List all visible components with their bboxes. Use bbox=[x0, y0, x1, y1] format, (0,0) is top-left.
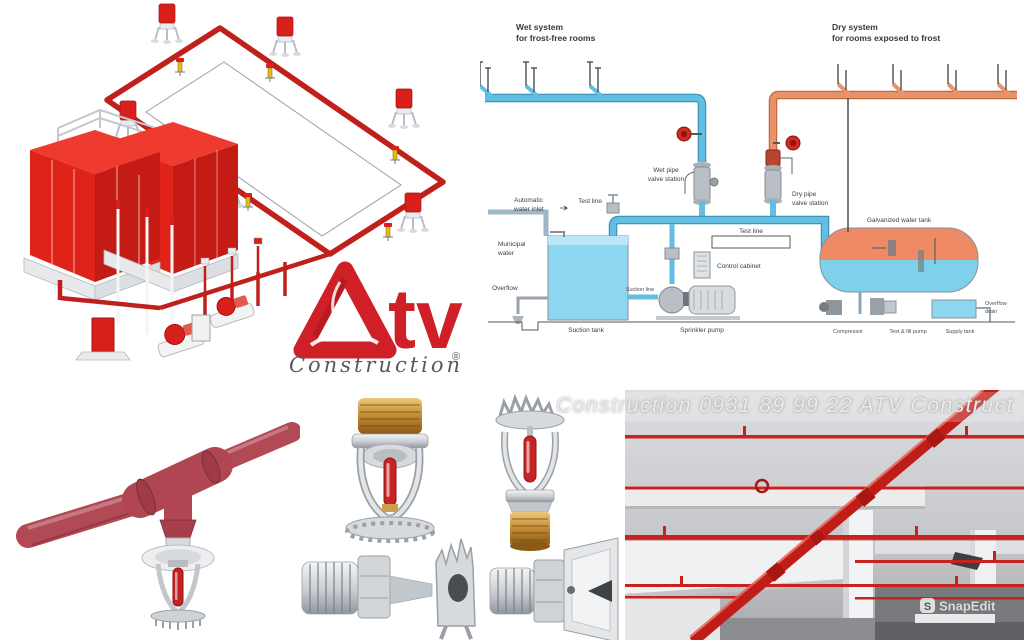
logo-tv-text: tv bbox=[388, 272, 463, 366]
wet-valve-station bbox=[684, 162, 719, 205]
red-pipe-tee bbox=[16, 422, 300, 548]
ceiling-installation-photo: S SnapEdit bbox=[625, 390, 1024, 640]
snapedit-icon: S bbox=[924, 601, 931, 613]
tank-standpipes bbox=[116, 200, 174, 340]
svg-text:Wet pipe: Wet pipe bbox=[653, 167, 679, 174]
isometric-sprinkler-loop-diagram: tv Construction ® bbox=[23, 3, 463, 377]
wet-pipe-main bbox=[485, 93, 707, 162]
svg-text:water: water bbox=[497, 250, 515, 257]
test-line-mid-label: Test line bbox=[739, 228, 763, 235]
svg-text:valve station: valve station bbox=[648, 176, 685, 183]
svg-text:Municipal: Municipal bbox=[498, 241, 526, 248]
svg-text:Dry system: Dry system bbox=[832, 22, 878, 32]
feed-header-pipe bbox=[608, 215, 830, 250]
ground-line bbox=[488, 321, 1015, 331]
watermark-strip bbox=[625, 392, 1024, 422]
snapedit-label: SnapEdit bbox=[939, 599, 996, 614]
dry-pipe-main bbox=[768, 90, 1017, 150]
overflow-pipe bbox=[512, 296, 548, 324]
overflow-label: Overflow bbox=[492, 285, 518, 292]
fire-pumps bbox=[75, 295, 255, 361]
phone-watermark: Construction 0931 89 99 22 ATV Construct bbox=[556, 394, 1015, 417]
dry-station-label: Dry pipe valve station bbox=[792, 191, 829, 207]
control-cabinet bbox=[693, 251, 711, 279]
fill-pump bbox=[870, 298, 897, 315]
building-outline bbox=[145, 61, 402, 237]
fire-water-tanks bbox=[23, 122, 239, 301]
pendent-sprinkler-icon bbox=[345, 398, 435, 543]
auto-inlet-label: Automatic water inlet bbox=[513, 197, 569, 213]
compressor bbox=[819, 300, 842, 315]
wet-system-title: Wet system for frost-free rooms bbox=[516, 22, 596, 43]
manifold-valves bbox=[200, 237, 263, 265]
svg-text:Automatic: Automatic bbox=[514, 197, 544, 204]
svg-text:drain: drain bbox=[985, 309, 997, 315]
diagonal-main-pipe bbox=[689, 390, 1000, 640]
svg-text:valve station: valve station bbox=[792, 200, 829, 207]
atv-construction-logo: tv Construction ® bbox=[289, 261, 463, 377]
overflow-drain: Overflow drain bbox=[976, 301, 1007, 322]
pendent-sprinkler-on-tee bbox=[141, 537, 215, 630]
pipe-hanger-ring bbox=[754, 478, 770, 494]
test-line-left-label: Test line bbox=[578, 198, 602, 205]
dry-alarm-bell-icon bbox=[773, 135, 801, 151]
logo-subtitle: Construction bbox=[289, 353, 463, 377]
svg-text:Wet system: Wet system bbox=[516, 22, 564, 32]
snapedit-watermark: S SnapEdit bbox=[920, 598, 996, 614]
svg-text:Overflow: Overflow bbox=[985, 301, 1007, 307]
suction-tank bbox=[547, 231, 629, 321]
supply-tank-label: Supply tank bbox=[946, 329, 975, 335]
wet-branch-lines bbox=[480, 61, 606, 100]
svg-text:water inlet: water inlet bbox=[513, 206, 544, 213]
suction-tank-label: Suction tank bbox=[568, 327, 605, 334]
pipe-tee-sprinkler-photo bbox=[16, 422, 300, 630]
atv-triangle-logo-icon bbox=[293, 261, 397, 359]
fill-pump-label: Test & fill pump bbox=[889, 329, 926, 335]
wet-station-label: Wet pipe valve station bbox=[648, 167, 685, 183]
wet-alarm-bell-icon bbox=[676, 126, 702, 142]
dry-branch-lines bbox=[836, 64, 1012, 97]
municipal-inlet-pipe bbox=[488, 209, 549, 236]
dry-system-title: Dry system for rooms exposed to frost bbox=[832, 22, 940, 43]
sprinkler-pump bbox=[656, 224, 740, 320]
svg-text:for rooms exposed to frost: for rooms exposed to frost bbox=[832, 33, 940, 43]
control-cabinet-label: Control cabinet bbox=[717, 263, 761, 270]
upright-sprinkler-icon bbox=[495, 393, 565, 551]
test-loop-line bbox=[711, 235, 791, 249]
sprinkler-pump-label: Sprinkler pump bbox=[680, 327, 724, 334]
sidewall-sprinkler-icon bbox=[301, 538, 476, 640]
supply-tank bbox=[931, 299, 977, 319]
registered-mark: ® bbox=[452, 351, 460, 363]
sidewall-bell-sprinkler-icon bbox=[489, 537, 619, 640]
background-dark-areas bbox=[720, 552, 1024, 640]
pump-manifold-piping bbox=[57, 246, 331, 330]
test-valve bbox=[606, 194, 620, 214]
dry-valve-station bbox=[764, 149, 793, 204]
galvanized-tank-label: Galvanized water tank bbox=[867, 217, 932, 224]
svg-text:for frost-free rooms: for frost-free rooms bbox=[516, 33, 596, 43]
sprinkler-heads-panel bbox=[301, 393, 619, 640]
galvanized-pressure-tank bbox=[819, 98, 979, 314]
compressor-label: Compressor bbox=[833, 329, 863, 335]
municipal-label: Municipal water bbox=[497, 241, 526, 257]
suction-line-label: Suction line bbox=[626, 287, 654, 293]
wet-dry-system-schematic: Wet system for frost-free rooms Dry syst… bbox=[480, 22, 1017, 335]
svg-text:Dry pipe: Dry pipe bbox=[792, 191, 817, 198]
